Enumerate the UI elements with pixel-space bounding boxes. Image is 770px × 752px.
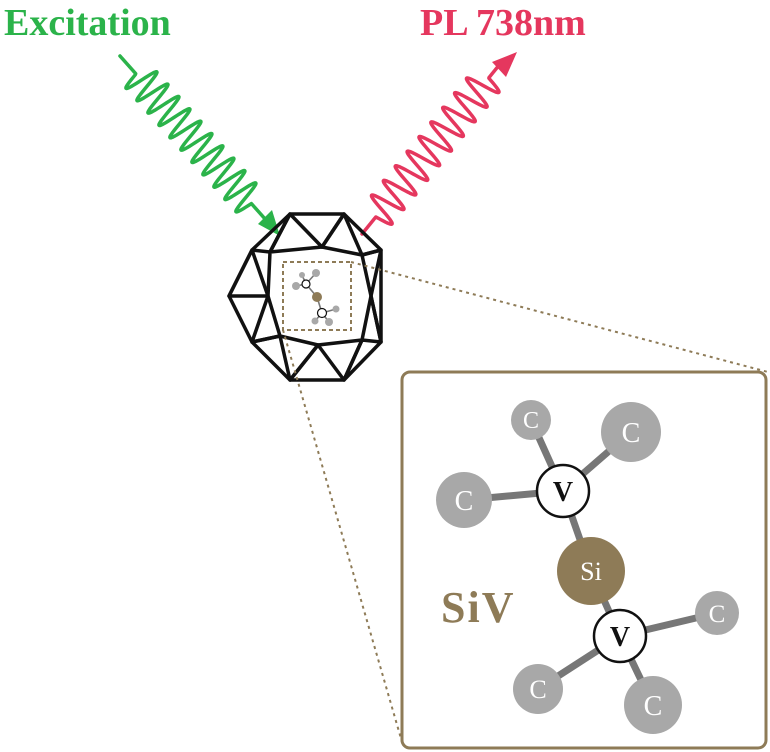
svg-text:C: C (529, 675, 546, 704)
emission-wave (360, 52, 517, 236)
silicon-atom: Si (557, 537, 625, 605)
excitation-wave (118, 54, 280, 236)
carbon-atom: C (511, 400, 551, 440)
svg-text:V: V (610, 622, 630, 653)
carbon-atom: C (436, 472, 492, 528)
diamond-crystal (227, 212, 383, 382)
carbon-atom: C (601, 402, 661, 462)
emission-arrowhead (492, 52, 517, 77)
zoom-region (282, 261, 352, 331)
zoom-lines (282, 261, 769, 743)
svg-text:V: V (553, 477, 573, 508)
svg-text:Si: Si (580, 557, 602, 586)
siv-label: SiV (441, 583, 515, 632)
vacancy-site: V (592, 608, 648, 664)
siv-molecule: C C C C C C V V (436, 400, 739, 734)
svg-text:C: C (523, 408, 539, 434)
carbon-atom: C (624, 676, 682, 734)
mini-molecule (292, 269, 340, 326)
carbon-atom: C (513, 664, 563, 714)
carbon-atom: C (695, 591, 739, 635)
svg-text:C: C (455, 486, 474, 517)
vacancy-site: V (535, 463, 591, 519)
svg-text:C: C (644, 691, 663, 722)
emission-label: PL 738nm (420, 2, 586, 44)
excitation-label: Excitation (4, 2, 171, 44)
svg-text:C: C (622, 418, 641, 449)
svg-text:C: C (709, 601, 726, 628)
